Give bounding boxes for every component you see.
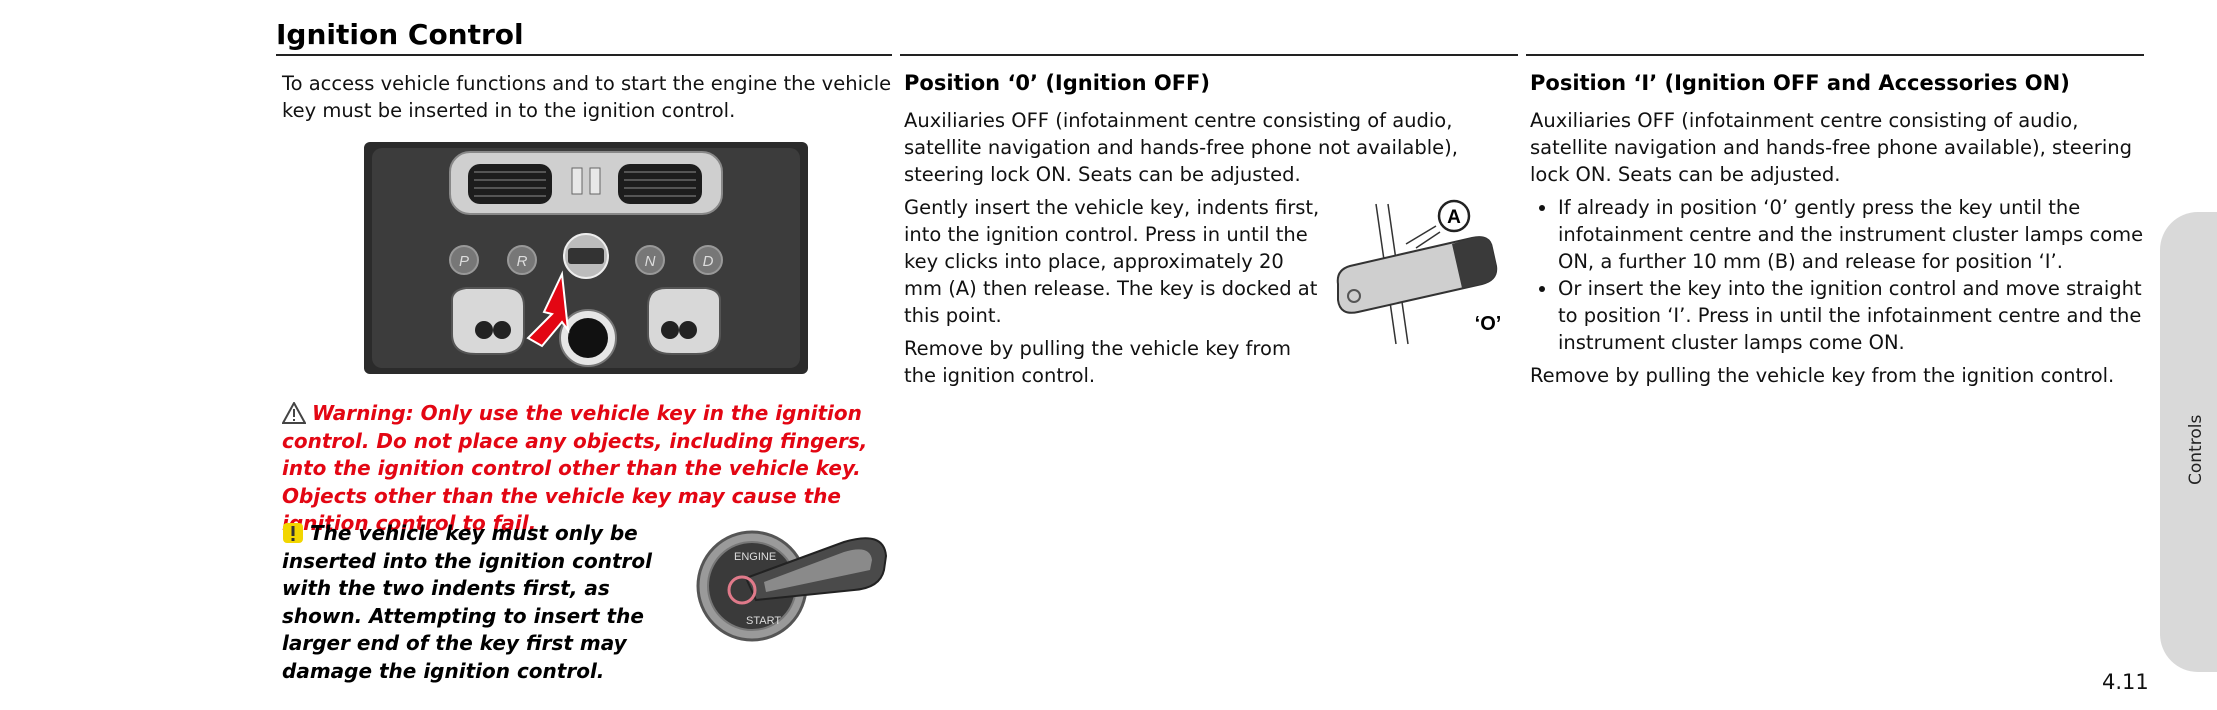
position-0-paragraph-2: Gently insert the vehicle key, indents f… bbox=[904, 196, 1320, 327]
position-1-paragraph-2: Remove by pulling the vehicle key from t… bbox=[1530, 364, 2115, 387]
middle-column-rule bbox=[900, 54, 1518, 56]
position-0-paragraph-1: Auxiliaries OFF (infotainment centre con… bbox=[904, 109, 1458, 186]
gear-label-r: R bbox=[517, 253, 528, 270]
caution-notice: The vehicle key must only be inserted in… bbox=[282, 520, 682, 685]
gear-button-p bbox=[449, 245, 479, 275]
gear-label-d: D bbox=[703, 253, 714, 270]
intro-paragraph: To access vehicle functions and to start… bbox=[282, 72, 892, 122]
gear-button-d bbox=[693, 245, 723, 275]
position-1-heading: Position ‘I’ (Ignition OFF and Accessori… bbox=[1530, 71, 2070, 95]
right-column: Position ‘I’ (Ignition OFF and Accessori… bbox=[1530, 70, 2146, 395]
title-rule bbox=[276, 54, 892, 56]
gear-button-n bbox=[635, 245, 665, 275]
diagram-label-a: A bbox=[1447, 207, 1461, 228]
key-position-diagram: A ‘O’ bbox=[1336, 199, 1502, 345]
start-button-label-top: ENGINE bbox=[734, 551, 776, 563]
warning-text: Warning: Only use the vehicle key in the… bbox=[282, 401, 868, 535]
middle-column: Position ‘0’ (Ignition OFF) Auxiliaries … bbox=[904, 70, 1504, 395]
gear-label-p: P bbox=[459, 253, 469, 270]
gear-label-n: N bbox=[645, 253, 656, 270]
left-column: To access vehicle functions and to start… bbox=[282, 70, 892, 130]
center-console-image: P R N D bbox=[364, 142, 808, 374]
gear-button-r bbox=[507, 245, 537, 275]
position-0-heading: Position ‘0’ (Ignition OFF) bbox=[904, 71, 1210, 95]
position-1-bullet-list: If already in position ‘0’ gently press … bbox=[1530, 194, 2146, 356]
warning-triangle-icon bbox=[282, 402, 306, 424]
warning-notice: Warning: Only use the vehicle key in the… bbox=[282, 400, 892, 538]
start-button-label-bottom: START bbox=[746, 615, 781, 627]
position-0-paragraph-3: Remove by pulling the vehicle key from t… bbox=[904, 337, 1291, 387]
red-arrow-icon bbox=[526, 270, 570, 348]
caution-exclamation-icon bbox=[283, 523, 303, 543]
list-item: If already in position ‘0’ gently press … bbox=[1558, 194, 2146, 275]
section-side-tab-label: Controls bbox=[2186, 414, 2206, 486]
key-in-start-button-image: ENGINE START bbox=[696, 530, 888, 642]
section-side-tab bbox=[2160, 212, 2217, 672]
page-title: Ignition Control bbox=[276, 18, 524, 51]
right-column-rule bbox=[1526, 54, 2144, 56]
page-number: 4.11 bbox=[2102, 670, 2149, 694]
list-item: Or insert the key into the ignition cont… bbox=[1558, 275, 2146, 356]
caution-text: The vehicle key must only be inserted in… bbox=[282, 521, 652, 683]
position-1-paragraph-1: Auxiliaries OFF (infotainment centre con… bbox=[1530, 109, 2132, 186]
diagram-label-position: ‘O’ bbox=[1475, 313, 1502, 335]
